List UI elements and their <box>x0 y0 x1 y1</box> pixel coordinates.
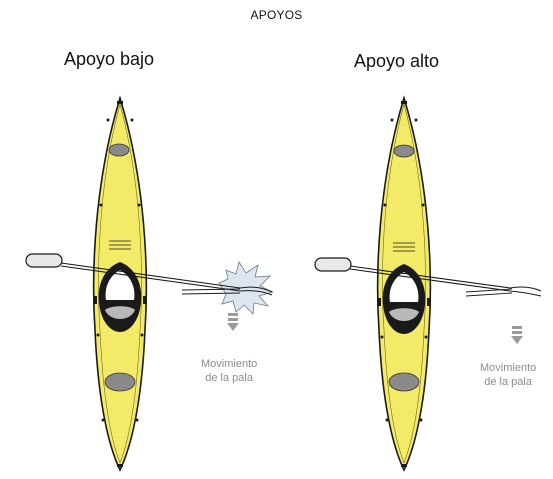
low-brace-movement-label: Movimiento de la pala <box>201 357 257 385</box>
high-brace-kayak <box>377 98 431 470</box>
movement-line-2: de la pala <box>201 371 257 385</box>
high-brace-movement-arrow-icon <box>511 326 523 344</box>
movement-line-2: de la pala <box>480 375 536 389</box>
high-brace-movement-label: Movimiento de la pala <box>480 361 536 389</box>
splash-icon <box>219 262 273 314</box>
movement-line-1: Movimiento <box>480 361 536 375</box>
movement-line-1: Movimiento <box>201 357 257 371</box>
front-hatch-icon <box>394 145 414 157</box>
rear-hatch-icon <box>389 373 419 391</box>
front-hatch-icon <box>109 144 129 156</box>
rear-hatch-icon <box>105 373 135 391</box>
low-brace-movement-arrow-icon <box>227 313 239 331</box>
low-brace-kayak <box>93 98 147 470</box>
